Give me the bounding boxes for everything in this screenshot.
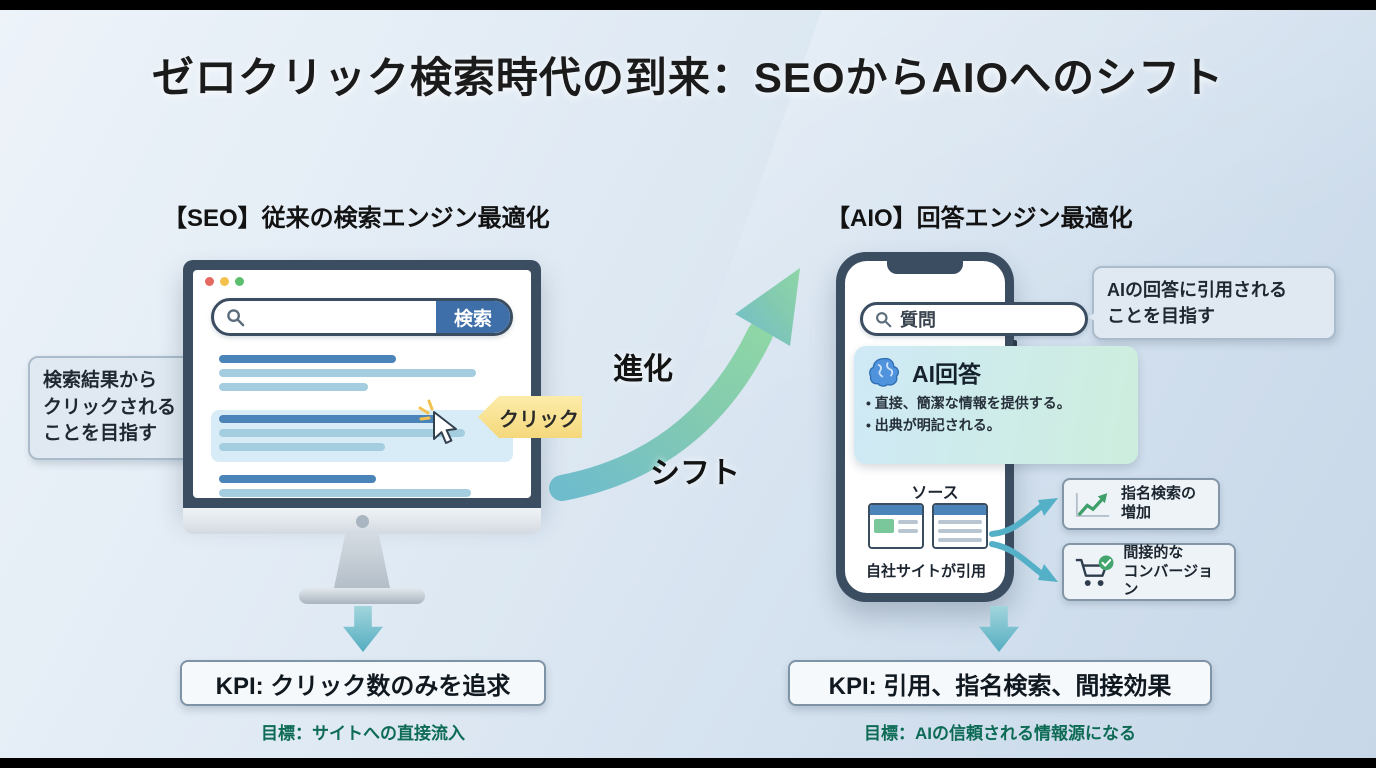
cited-site-label: 自社サイトが引用 bbox=[865, 563, 986, 580]
click-sparkle-icon bbox=[418, 399, 434, 421]
search-result-item bbox=[211, 350, 513, 402]
benefit-label: 指名検索の 増加 bbox=[1121, 485, 1196, 523]
ai-answer-bullet: 直接、簡潔な情報を提供する。 bbox=[866, 393, 1126, 415]
ai-answer-header: AI回答 bbox=[866, 355, 1126, 389]
ai-query-bar: 質問 bbox=[860, 302, 1088, 336]
result-text-bar bbox=[219, 489, 471, 497]
maximize-window-dot-icon bbox=[235, 277, 244, 286]
result-text-bar bbox=[219, 383, 368, 391]
result-title-bar bbox=[219, 355, 397, 363]
aio-bubble-line: AIの回答に引用される bbox=[1107, 280, 1287, 300]
thumbnail-text-bar bbox=[938, 529, 982, 533]
seo-section-heading: 【SEO】従来の検索エンジン最適化 bbox=[163, 205, 550, 232]
evolution-arrow bbox=[549, 268, 800, 501]
thumbnail-header-bar bbox=[870, 505, 922, 515]
search-results-list bbox=[211, 350, 513, 498]
aio-bubble-line: ことを目指す bbox=[1107, 306, 1215, 327]
aio-goal-speech-bubble: AIの回答に引用される ことを目指す bbox=[1088, 266, 1336, 341]
search-result-item bbox=[211, 470, 513, 498]
close-window-dot-icon bbox=[205, 277, 214, 286]
benefit-label-line: 指名検索の bbox=[1121, 485, 1197, 503]
seo-kpi-box: KPI: クリック数のみを追求 bbox=[180, 660, 546, 706]
seo-bubble-line: ことを目指す bbox=[43, 423, 158, 445]
benefit-label-line: 間接的な bbox=[1123, 543, 1184, 561]
brain-icon bbox=[869, 357, 899, 387]
monitor-stand-base bbox=[299, 588, 425, 604]
ai-answer-card: AI回答 直接、簡潔な情報を提供する。 出典が明記される。 bbox=[854, 346, 1138, 464]
monitor-stand-neck bbox=[334, 534, 390, 588]
search-icon bbox=[227, 308, 245, 326]
seo-bubble-line: 検索結果から bbox=[43, 370, 158, 391]
thumbnail-text-bar bbox=[898, 529, 918, 533]
connector-arrows bbox=[989, 498, 1058, 582]
source-site-thumbnail bbox=[868, 503, 924, 549]
cursor-icon bbox=[433, 411, 457, 444]
ai-query-text: 質問 bbox=[900, 310, 936, 330]
result-title-bar bbox=[219, 475, 377, 483]
down-arrow-seo bbox=[343, 606, 383, 652]
benefit-label: 間接的な コンバージョン bbox=[1123, 544, 1224, 600]
phone-notch bbox=[887, 261, 963, 274]
thumbnail-text-bar bbox=[938, 520, 982, 524]
benefit-indirect-conversion: 間接的な コンバージョン bbox=[1062, 543, 1236, 601]
search-bar: 検索 bbox=[211, 298, 513, 336]
thumbnail-image-block bbox=[874, 519, 894, 533]
benefit-label-line: 増加 bbox=[1121, 504, 1152, 521]
ai-answer-title: AI回答 bbox=[912, 361, 981, 387]
seo-goal-text: 目標：サイトへの直接流入 bbox=[261, 724, 465, 743]
page-title: ゼロクリック検索時代の到来：SEOからAIOへのシフト bbox=[151, 54, 1225, 101]
thumbnail-text-bar bbox=[938, 538, 982, 542]
seo-bubble-line: クリックされる bbox=[43, 396, 177, 418]
benefit-label-line: コンバージョン bbox=[1123, 562, 1214, 599]
cart-icon bbox=[1075, 555, 1114, 586]
search-button: 検索 bbox=[436, 301, 510, 333]
aio-kpi-box: KPI: 引用、指名検索、間接効果 bbox=[788, 660, 1212, 706]
browser-screen: 検索 bbox=[193, 270, 531, 498]
minimize-window-dot-icon bbox=[220, 277, 229, 286]
monitor-power-dot bbox=[355, 514, 369, 528]
result-text-bar bbox=[219, 429, 465, 437]
chart-up-icon bbox=[1075, 492, 1110, 517]
thumbnail-text-bar bbox=[898, 520, 918, 524]
shift-label: シフト bbox=[650, 457, 740, 490]
source-site-thumbnail bbox=[932, 503, 988, 549]
evolution-label: 進化 bbox=[613, 353, 673, 386]
result-title-bar bbox=[219, 415, 443, 423]
source-label: ソース bbox=[911, 485, 959, 502]
aio-goal-text: 目標：AIの信頼される情報源になる bbox=[864, 724, 1136, 743]
cursor-group bbox=[418, 398, 468, 461]
result-text-bar bbox=[219, 443, 385, 451]
window-controls bbox=[205, 277, 244, 286]
result-text-bar bbox=[219, 369, 477, 377]
highlighted-search-result-item bbox=[211, 410, 513, 462]
bottom-letterbox-bar bbox=[0, 758, 1376, 768]
top-letterbox-bar bbox=[0, 0, 1376, 10]
monitor-illustration: 検索 bbox=[183, 260, 541, 508]
benefit-branded-search: 指名検索の 増加 bbox=[1062, 478, 1220, 530]
check-icon bbox=[1098, 555, 1114, 571]
monitor-chin bbox=[183, 508, 541, 534]
search-icon bbox=[876, 311, 892, 327]
aio-section-heading: 【AIO】回答エンジン最適化 bbox=[826, 205, 1133, 232]
ai-answer-bullet: 出典が明記される。 bbox=[866, 415, 1126, 437]
thumbnail-header-bar bbox=[934, 505, 986, 515]
click-callout-arrow: クリック bbox=[478, 396, 582, 438]
